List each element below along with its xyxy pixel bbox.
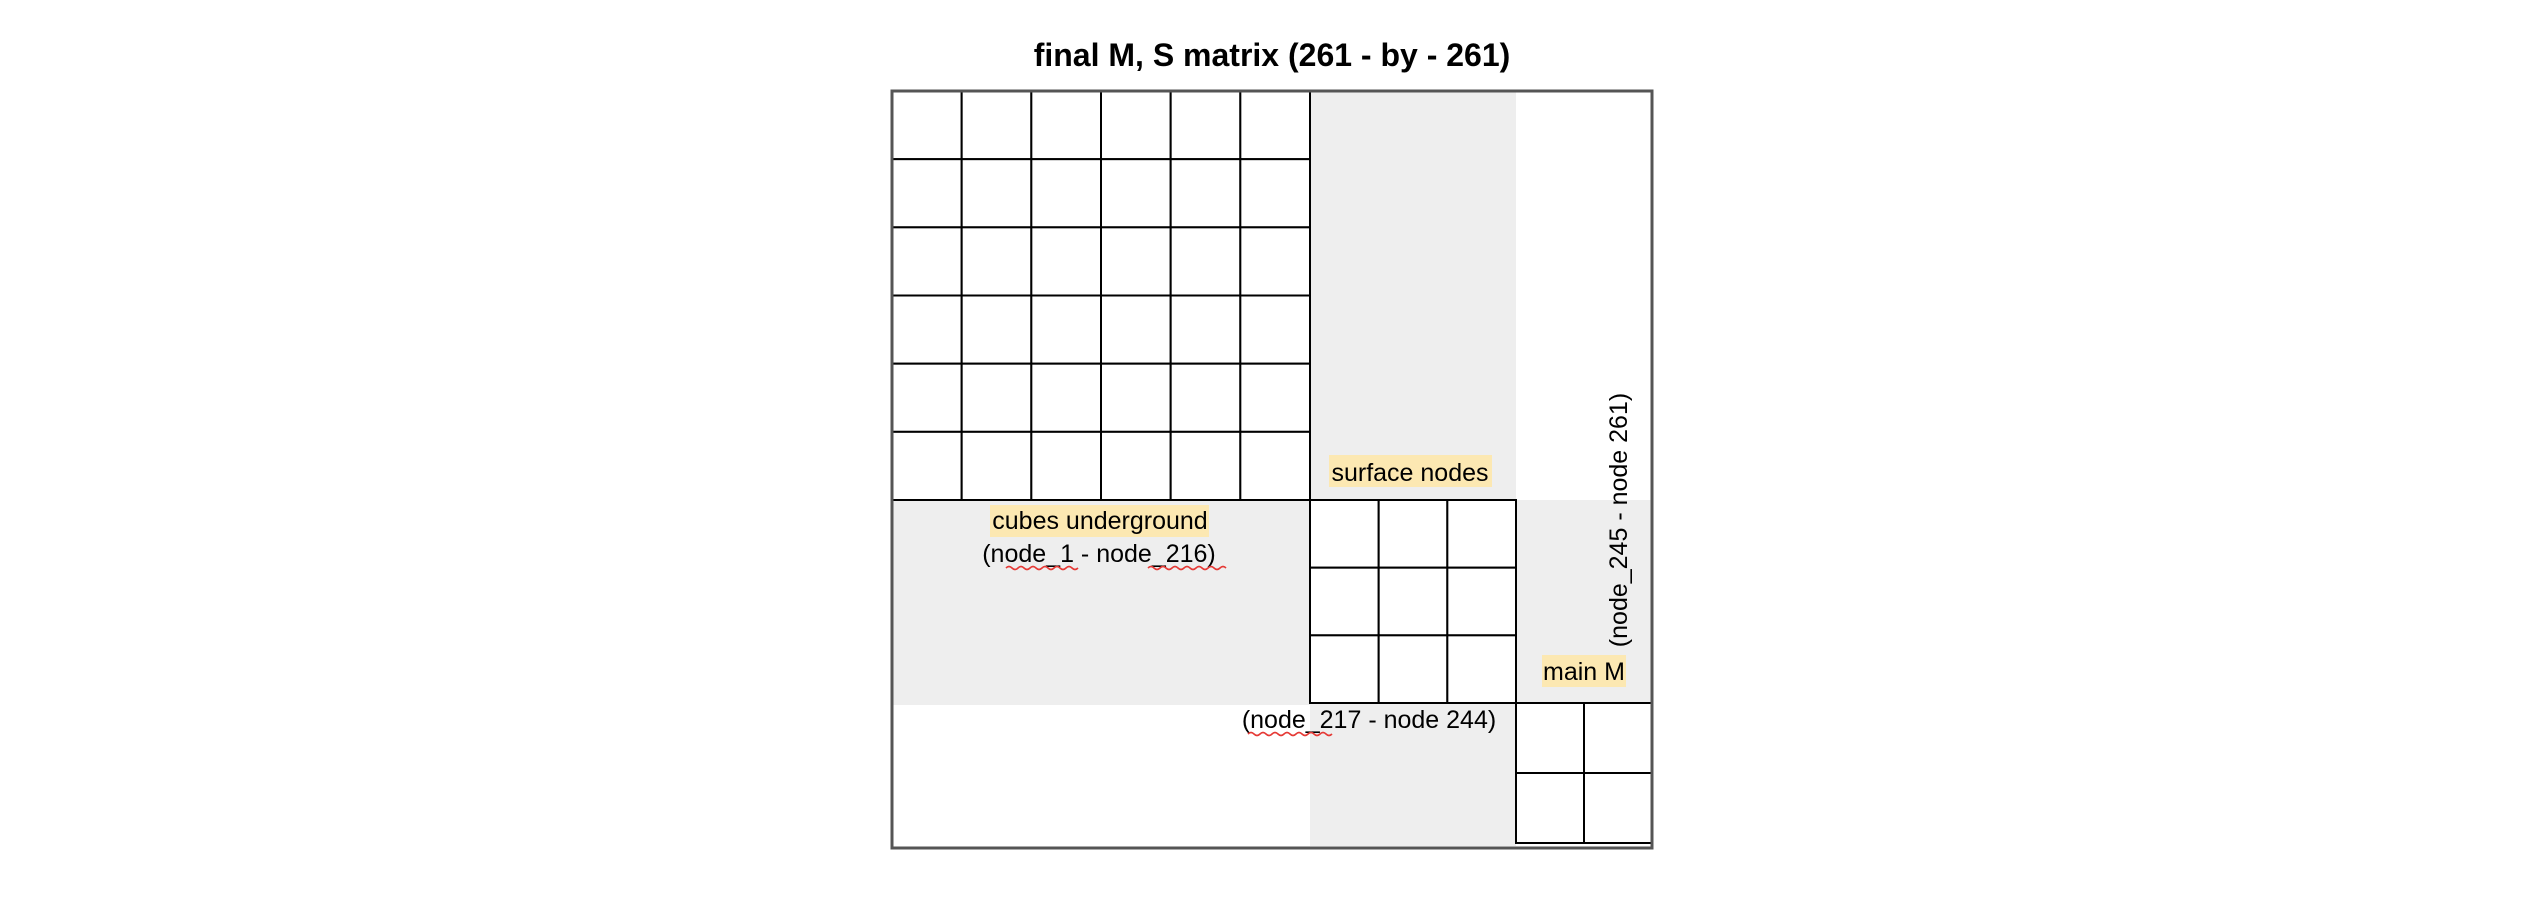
- underground-cell: [960, 362, 1033, 433]
- underground-cell: [1100, 226, 1172, 297]
- underground-cell: [960, 158, 1033, 229]
- spellcheck-underline: [1147, 565, 1227, 571]
- underground-cell: [1169, 362, 1242, 433]
- underground-cell: [1169, 90, 1242, 161]
- surface-cell: [1377, 566, 1449, 637]
- underground-cell: [1030, 158, 1102, 229]
- underground-cell: [891, 226, 963, 297]
- surface-cell: [1446, 634, 1517, 705]
- shade-surface-bottom: [1310, 703, 1516, 846]
- underground-cell: [1169, 226, 1242, 297]
- underground-cell: [1169, 294, 1242, 365]
- underground-block-grid: [891, 90, 1311, 501]
- underground-cell: [960, 430, 1033, 501]
- underground-cell: [891, 90, 963, 161]
- underground-cell: [1030, 362, 1102, 433]
- cubes-underground-highlight: [990, 505, 1209, 537]
- underground-cell: [960, 294, 1033, 365]
- underground-cell: [1100, 294, 1172, 365]
- underground-cell: [1100, 158, 1172, 229]
- underground-cell: [1169, 158, 1242, 229]
- surface-cell: [1377, 499, 1449, 569]
- underground-cell: [891, 158, 963, 229]
- underground-range-label: (node_1 - node_216): [982, 540, 1216, 568]
- surface-cell: [1309, 566, 1380, 637]
- main-cell: [1515, 702, 1585, 774]
- surface-cell: [1309, 499, 1380, 569]
- main-range-label: (node_245 - node 261): [1605, 393, 1633, 647]
- underground-cell: [1239, 430, 1311, 501]
- underground-cell: [1030, 226, 1102, 297]
- main-cell: [1583, 702, 1653, 774]
- spellcheck-underline: [1005, 565, 1079, 571]
- surface-range-label: (node_217 - node 244): [1242, 706, 1496, 734]
- main-cell: [1515, 772, 1585, 844]
- surface-cell: [1377, 634, 1449, 705]
- cubes-underground-label: cubes underground: [992, 507, 1207, 535]
- surface-cell: [1446, 499, 1517, 569]
- surface-nodes-label: surface nodes: [1331, 459, 1488, 487]
- surface-cell: [1446, 566, 1517, 637]
- underground-cell: [1239, 362, 1311, 433]
- surface-nodes-highlight: [1329, 455, 1492, 487]
- surface-cell: [1309, 634, 1380, 705]
- underground-cell: [891, 362, 963, 433]
- underground-cell: [1030, 294, 1102, 365]
- underground-cell: [1239, 294, 1311, 365]
- underground-cell: [1100, 90, 1172, 161]
- underground-cell: [1030, 430, 1102, 501]
- main-m-highlight: [1542, 655, 1626, 687]
- main-cell: [1583, 772, 1653, 844]
- main-block-grid: [1515, 702, 1653, 844]
- underground-cell: [1239, 226, 1311, 297]
- underground-cell: [960, 90, 1033, 161]
- underground-cell: [1169, 430, 1242, 501]
- underground-cell: [960, 226, 1033, 297]
- surface-block-grid: [1309, 499, 1517, 705]
- underground-cell: [891, 430, 963, 501]
- spellcheck-underline: [1247, 731, 1333, 737]
- underground-cell: [891, 294, 963, 365]
- underground-cell: [1239, 90, 1311, 161]
- underground-cell: [1100, 362, 1172, 433]
- underground-cell: [1100, 430, 1172, 501]
- underground-cell: [1030, 90, 1102, 161]
- underground-cell: [1239, 158, 1311, 229]
- shade-surface-column: [1310, 91, 1516, 500]
- matrix-frame: [890, 89, 1654, 850]
- main-m-label: main M: [1543, 658, 1625, 686]
- diagram-title: final M, S matrix (261 - by - 261): [1034, 37, 1511, 73]
